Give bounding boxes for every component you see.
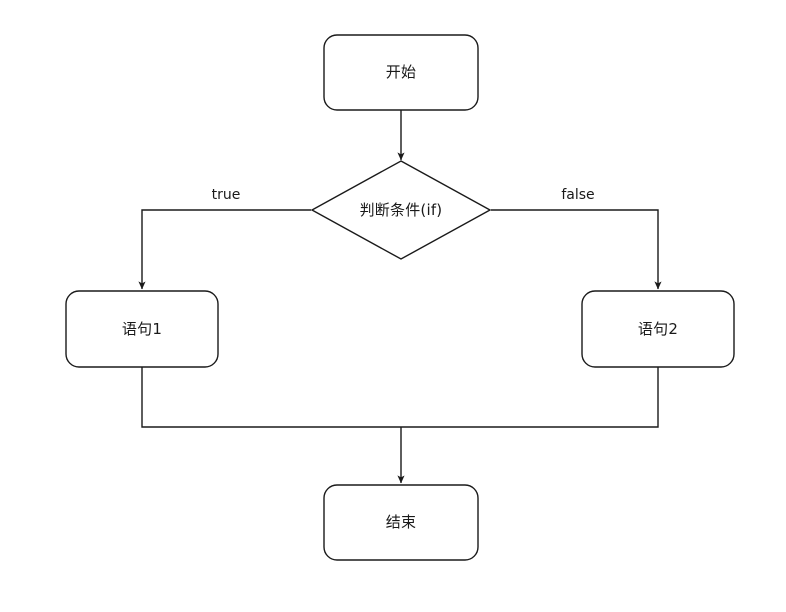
edge-decision-true: [138, 209, 311, 290]
edge-label-true: true: [211, 187, 241, 203]
edge-stmt2-to-merge: [401, 367, 659, 428]
edge-label-false: false: [561, 187, 595, 203]
edge-decision-false: [491, 209, 662, 290]
node-end-shape[interactable]: [323, 484, 479, 561]
node-stmt2-shape[interactable]: [581, 290, 735, 368]
node-stmt1-shape[interactable]: [65, 290, 219, 368]
node-decision-shape[interactable]: [310, 160, 492, 260]
edge-stmt1-to-merge: [141, 367, 401, 428]
node-start-shape[interactable]: [323, 34, 479, 111]
